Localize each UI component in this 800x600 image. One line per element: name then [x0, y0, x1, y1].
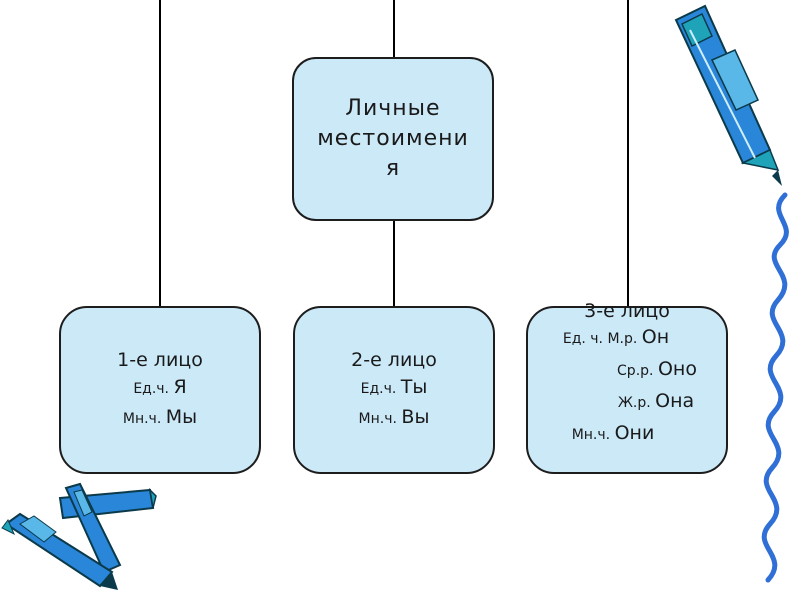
third-person-node: 3-е лицо Ед. ч. М.р. Он Ср.р. Оно Ж.р. О… — [526, 300, 728, 474]
pronoun: Вы — [401, 406, 430, 428]
third-person-masculine-row: Ед. ч. М.р. Он — [563, 322, 691, 354]
number-label: Мн.ч. — [358, 411, 397, 427]
number-label: Мн.ч. — [571, 427, 611, 443]
pronoun: Она — [655, 390, 695, 412]
second-person-node: 2-е лицо Ед.ч. Ты Мн.ч. Вы — [293, 306, 495, 474]
third-person-heading: 3-е лицо — [584, 300, 670, 322]
pronoun: Они — [614, 422, 655, 444]
first-person-singular-row: Ед.ч. Я — [133, 373, 186, 403]
number-label: Ед.ч. — [360, 381, 397, 397]
number-label: Ед. ч. М.р. — [562, 331, 638, 347]
number-label: Ед.ч. — [133, 381, 170, 397]
root-node-personal-pronouns: Личные местоимени я — [292, 57, 494, 221]
third-person-plural-row: Мн.ч. Они — [572, 418, 683, 450]
pronoun: Он — [641, 326, 670, 348]
pronoun: Я — [173, 376, 187, 398]
third-person-neuter-row: Ср.р. Оно — [557, 354, 697, 386]
third-person-feminine-row: Ж.р. Она — [560, 386, 694, 418]
root-title-line: я — [385, 156, 401, 181]
pronoun: Мы — [165, 406, 198, 428]
number-label: Ж.р. — [617, 395, 651, 411]
number-label: Мн.ч. — [122, 411, 162, 427]
first-person-plural-row: Мн.ч. Мы — [123, 403, 197, 433]
pronoun: Ты — [400, 376, 428, 398]
first-person-node: 1-е лицо Ед.ч. Я Мн.ч. Мы — [59, 306, 261, 474]
second-person-singular-row: Ед.ч. Ты — [361, 373, 428, 403]
root-title-line: местоимени — [317, 126, 469, 151]
pronoun: Оно — [657, 358, 697, 380]
number-label: Ср.р. — [617, 363, 654, 379]
first-person-heading: 1-е лицо — [117, 349, 203, 371]
second-person-heading: 2-е лицо — [351, 349, 437, 371]
root-title-line: Личные — [345, 96, 441, 121]
second-person-plural-row: Мн.ч. Вы — [359, 403, 430, 433]
